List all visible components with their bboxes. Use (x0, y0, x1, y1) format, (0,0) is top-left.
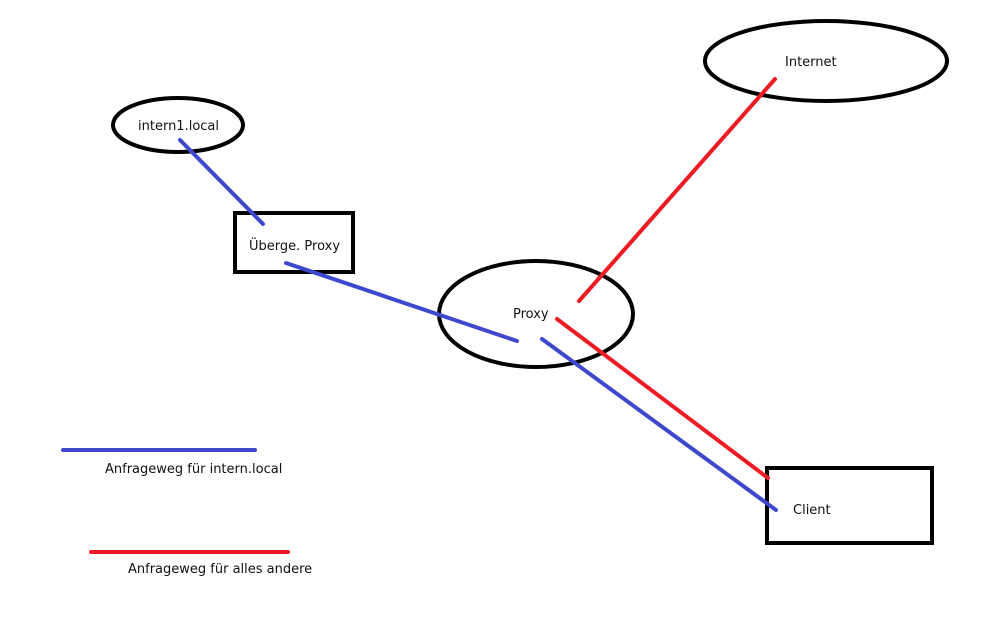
legend-internal-route-label: Anfrageweg für intern.local (105, 462, 282, 477)
internet-label: Internet (785, 55, 837, 70)
other-route-client-proxy (555, 317, 770, 480)
intern1-label: intern1.local (138, 119, 219, 134)
other-route-proxy-internet (577, 77, 777, 303)
client-node (765, 466, 934, 545)
client-label: Client (793, 503, 831, 518)
internal-route-proxy-upstream (284, 261, 519, 343)
proxy-label: Proxy (513, 307, 549, 322)
legend-other-route-label: Anfrageweg für alles andere (128, 562, 312, 577)
internet-node (703, 19, 949, 103)
intern1-node (111, 96, 245, 154)
upstream-proxy-label: Überge. Proxy (249, 237, 340, 254)
internal-route-upstream-intern1 (178, 138, 265, 226)
legend: Anfrageweg für intern.local Anfrageweg f… (61, 448, 312, 577)
internal-route-client-proxy (540, 337, 778, 512)
upstream-proxy-node (233, 211, 355, 274)
